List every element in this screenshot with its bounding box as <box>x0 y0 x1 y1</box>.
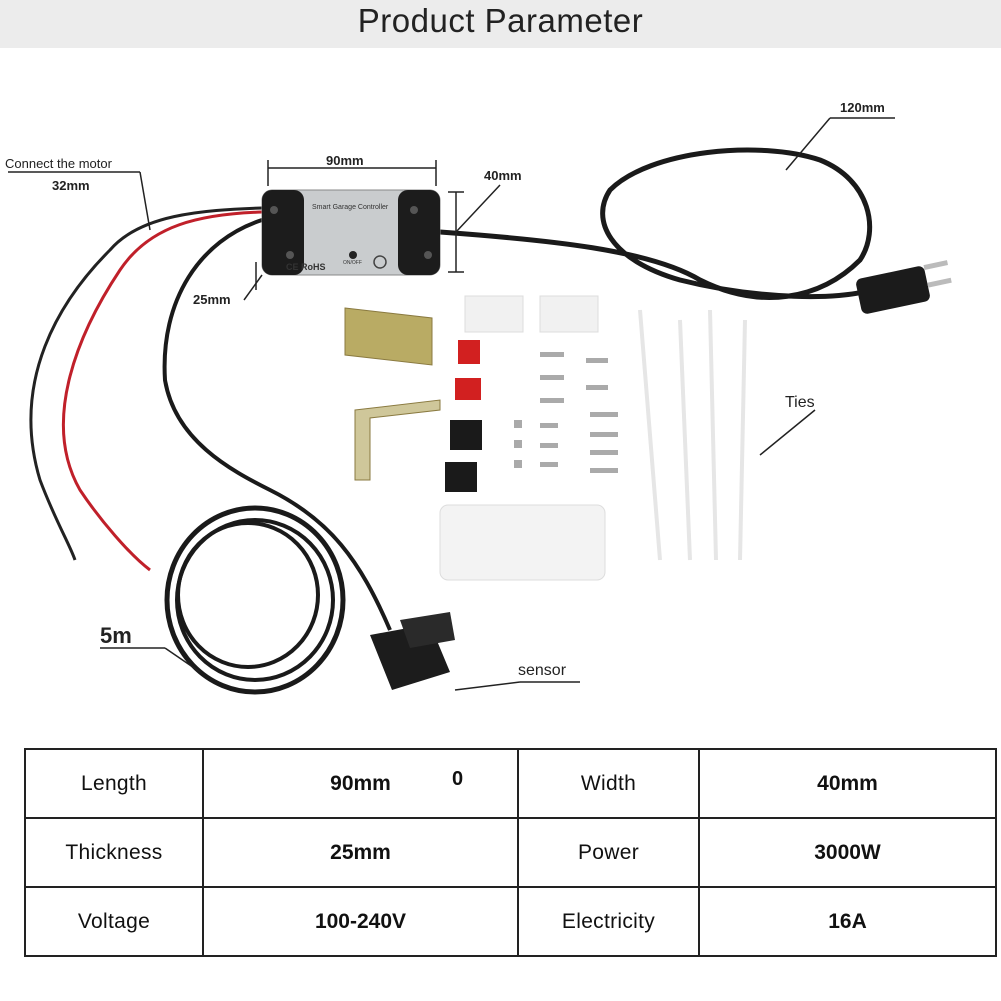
spec-table: Length 90mm Width 40mm Thickness 25mm Po… <box>24 748 997 957</box>
spec-label: Thickness <box>24 817 204 888</box>
device-name: Smart Garage Controller <box>312 204 389 211</box>
label-90mm: 90mm <box>326 153 364 168</box>
spec-value: 3000W <box>698 817 997 888</box>
motor-wire-red <box>61 210 263 572</box>
table-row: Length 90mm Width 40mm <box>24 748 997 819</box>
motor-wire-black <box>29 206 263 561</box>
spec-label: Electricity <box>517 886 700 957</box>
label-5m: 5m <box>100 623 132 648</box>
label-sensor: sensor <box>518 662 567 679</box>
stray-mark: 0 <box>452 768 464 790</box>
table-row: Thickness 25mm Power 3000W <box>24 817 997 888</box>
power-plug <box>856 260 952 314</box>
spec-label: Power <box>517 817 700 888</box>
label-32mm: 32mm <box>52 178 90 193</box>
controller-box <box>261 189 441 276</box>
sensor-cable-coil <box>164 505 346 695</box>
spec-label: Length <box>24 748 204 819</box>
spec-value: 16A <box>698 886 997 957</box>
power-cable <box>439 147 873 300</box>
table-row: Voltage 100-240V Electricity 16A <box>24 886 997 957</box>
spec-value: 100-240V <box>202 886 519 957</box>
spec-label: Width <box>517 748 700 819</box>
spec-label: Voltage <box>24 886 204 957</box>
spec-value: 40mm <box>698 748 997 819</box>
header-bar: Product Parameter <box>0 0 1001 48</box>
dimension-lines <box>8 117 895 691</box>
page-title: Product Parameter <box>357 2 644 39</box>
label-120mm: 120mm <box>840 100 885 115</box>
product-photo <box>8 117 952 695</box>
spec-value: 90mm <box>202 748 519 819</box>
label-connect-motor: Connect the motor <box>5 156 112 171</box>
device-button-label: ON/OFF <box>343 260 362 266</box>
sensor-cable <box>162 218 392 631</box>
label-40mm: 40mm <box>484 168 522 183</box>
label-25mm: 25mm <box>193 292 231 307</box>
spec-value: 25mm <box>202 817 519 888</box>
accessories <box>344 295 747 690</box>
label-ties: Ties <box>785 394 815 411</box>
device-ce-rohs: CE RoHS <box>286 262 326 272</box>
